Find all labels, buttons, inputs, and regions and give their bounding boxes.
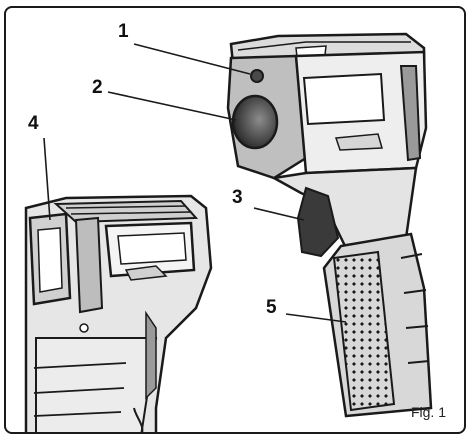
thermometer-illustration (24, 32, 433, 432)
textured-grip (332, 250, 396, 412)
figure-caption: Fig. 1 (410, 404, 446, 420)
leader-lines (43, 43, 347, 323)
callout-3: 3 (232, 187, 243, 208)
infrared-lens (231, 94, 279, 150)
figure-frame: 1 2 3 4 5 Fig. 1 (4, 6, 466, 434)
laser-aperture (250, 69, 264, 83)
callout-4: 4 (28, 113, 39, 134)
callout-5: 5 (266, 297, 277, 318)
rear-view-device (24, 194, 213, 432)
callout-2: 2 (92, 77, 103, 98)
callout-1: 1 (118, 21, 129, 42)
front-view-device (226, 32, 433, 418)
